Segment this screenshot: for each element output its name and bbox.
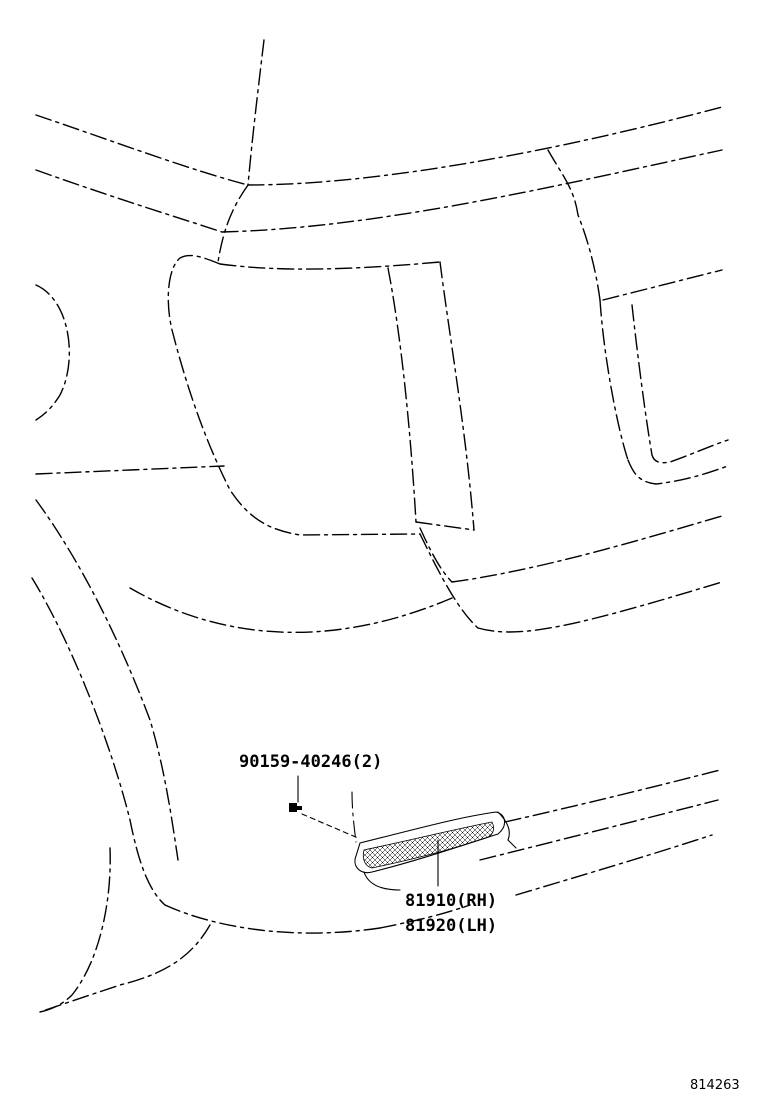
figure-id: 814263 bbox=[690, 1078, 740, 1093]
screw-quantity: (2) bbox=[352, 752, 383, 772]
lamp-rh-side: (RH) bbox=[456, 891, 497, 911]
screw-part-label: 90159-40246(2) bbox=[239, 752, 382, 772]
lamp-rh-part-number: 81910 bbox=[405, 891, 456, 911]
reflector-lamp-assembly bbox=[354, 811, 517, 891]
rear-combination-lamp-outer bbox=[167, 254, 475, 536]
screw-part-number: 90159-40246 bbox=[239, 752, 352, 772]
lamp-lh-part-number: 81920 bbox=[405, 916, 456, 936]
vehicle-body-outline bbox=[31, 39, 729, 1013]
screw-icon bbox=[289, 775, 359, 843]
rear-combination-lamp-inner bbox=[387, 267, 479, 629]
lamp-lh-side: (LH) bbox=[456, 916, 497, 936]
lamp-rh-part-label: 81910(RH) bbox=[405, 891, 497, 911]
lamp-lh-part-label: 81920(LH) bbox=[405, 916, 497, 936]
